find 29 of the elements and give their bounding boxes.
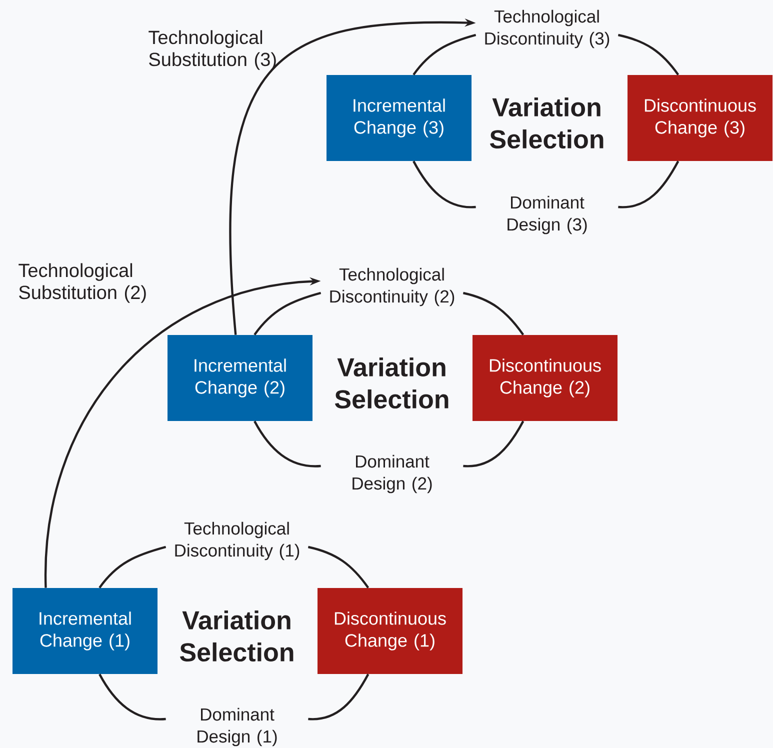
incremental-change-box: Incremental Change (1): [12, 588, 158, 674]
cycle-arc: [254, 420, 321, 468]
discontinuous-change-box: Discontinuous Change (3): [628, 75, 772, 161]
incremental-change-box: Incremental Change (3): [326, 75, 472, 161]
center-label: Variation Selection: [180, 610, 294, 662]
cycle-arc: [98, 546, 166, 588]
cycle-arc: [308, 674, 370, 720]
cycle-arc: [412, 34, 476, 76]
discontinuous-change-box: Discontinuous Change (2): [472, 335, 618, 421]
stage-label: Technological Discontinuity (2): [330, 268, 454, 306]
center-label: Variation Selection: [334, 357, 448, 409]
stage-label: Dominant Design (3): [508, 196, 587, 234]
center-label: Variation Selection: [490, 97, 604, 149]
edge-label: Technological Substitution (3): [148, 30, 276, 70]
cycle-arc: [463, 420, 524, 468]
cycle-arc: [618, 160, 680, 208]
discontinuous-change-box: Discontinuous Change (1): [318, 588, 462, 674]
cycle-arc: [254, 292, 322, 336]
stage-label: Technological Discontinuity (1): [175, 522, 300, 560]
incremental-change-box: Incremental Change (2): [168, 335, 312, 421]
edge-label: Technological Substitution (2): [18, 263, 146, 303]
cycle-arc: [462, 292, 524, 336]
cycle-arc: [98, 674, 166, 720]
stage-label: Dominant Design (1): [198, 708, 277, 746]
stage-label: Technological Discontinuity (3): [485, 10, 610, 48]
cycle-arc: [308, 546, 370, 588]
stage-label: Dominant Design (2): [352, 454, 432, 494]
cycle-arc: [618, 34, 680, 76]
cycle-arc: [412, 160, 476, 208]
